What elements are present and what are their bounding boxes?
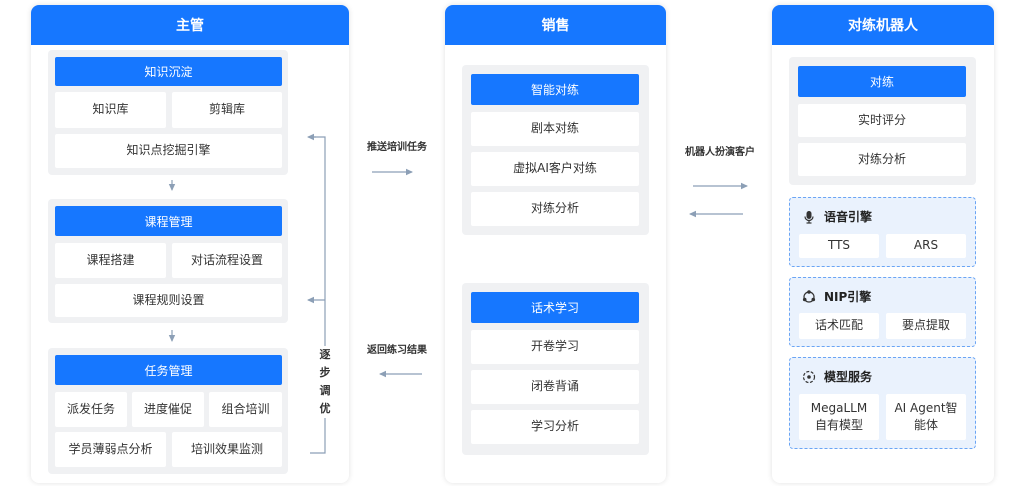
- realtime-scoring: 实时评分: [798, 104, 966, 137]
- training-effect-monitor: 培训效果监测: [172, 432, 282, 467]
- smart-practice-title: 智能对练: [471, 74, 639, 105]
- sales-header: 销售: [445, 5, 666, 45]
- combined-training: 组合培训: [209, 392, 282, 427]
- dialog-flow-setting: 对话流程设置: [172, 243, 282, 278]
- learning-analysis: 学习分析: [471, 410, 639, 444]
- megallm-model: MegaLLM 自有模型: [799, 394, 879, 440]
- nlp-engine-title: NIP引擎: [802, 288, 871, 305]
- model-service-title: 模型服务: [802, 368, 872, 385]
- closed-book-recite: 闭卷背诵: [471, 370, 639, 404]
- push-training-label: 推送培训任务: [367, 142, 427, 153]
- virtual-ai-customer-practice: 虚拟AI客户对练: [471, 152, 639, 186]
- task-title: 任务管理: [55, 355, 282, 385]
- ai-agent-label: AI Agent智 能体: [894, 400, 958, 432]
- course-title: 课程管理: [55, 206, 282, 236]
- knowledge-base: 知识库: [55, 92, 166, 128]
- megallm-label: MegaLLM 自有模型: [810, 400, 868, 432]
- network-icon: [802, 289, 816, 303]
- open-book-learning: 开卷学习: [471, 330, 639, 364]
- loop-bracket: [310, 136, 326, 454]
- weakness-analysis: 学员薄弱点分析: [55, 432, 166, 467]
- bot-practice-analysis: 对练分析: [798, 143, 966, 176]
- model-service-label: 模型服务: [824, 370, 873, 384]
- dispatch-task: 派发任务: [55, 392, 127, 427]
- practice-analysis: 对练分析: [471, 192, 639, 226]
- voice-engine-label: 语音引擎: [824, 210, 873, 224]
- bot-practice-title: 对练: [798, 66, 966, 97]
- knowledge-title: 知识沉淀: [55, 57, 282, 86]
- script-practice: 剧本对练: [471, 112, 639, 146]
- course-rules-setting: 课程规则设置: [55, 284, 282, 317]
- tts: TTS: [799, 234, 879, 258]
- clip-library: 剪辑库: [172, 92, 282, 128]
- ai-agent: AI Agent智 能体: [886, 394, 966, 440]
- voice-engine-title: 语音引擎: [802, 208, 872, 225]
- return-results-label: 返回练习结果: [367, 345, 427, 356]
- script-matching: 话术匹配: [799, 313, 879, 339]
- script-learning-title: 话术学习: [471, 292, 639, 323]
- robot-role-label: 机器人扮演客户: [685, 147, 755, 158]
- bot-header: 对练机器人: [772, 5, 994, 45]
- microphone-icon: [804, 210, 814, 224]
- model-icon: [802, 370, 816, 383]
- key-point-extraction: 要点提取: [886, 313, 966, 339]
- supervisor-header: 主管: [31, 5, 349, 45]
- knowledge-mining-engine: 知识点挖掘引擎: [55, 134, 282, 168]
- ars: ARS: [886, 234, 966, 258]
- loop-label: 逐步调优: [318, 346, 332, 418]
- progress-reminder: 进度催促: [132, 392, 204, 427]
- nlp-engine-label: NIP引擎: [824, 290, 872, 304]
- course-build: 课程搭建: [55, 243, 166, 278]
